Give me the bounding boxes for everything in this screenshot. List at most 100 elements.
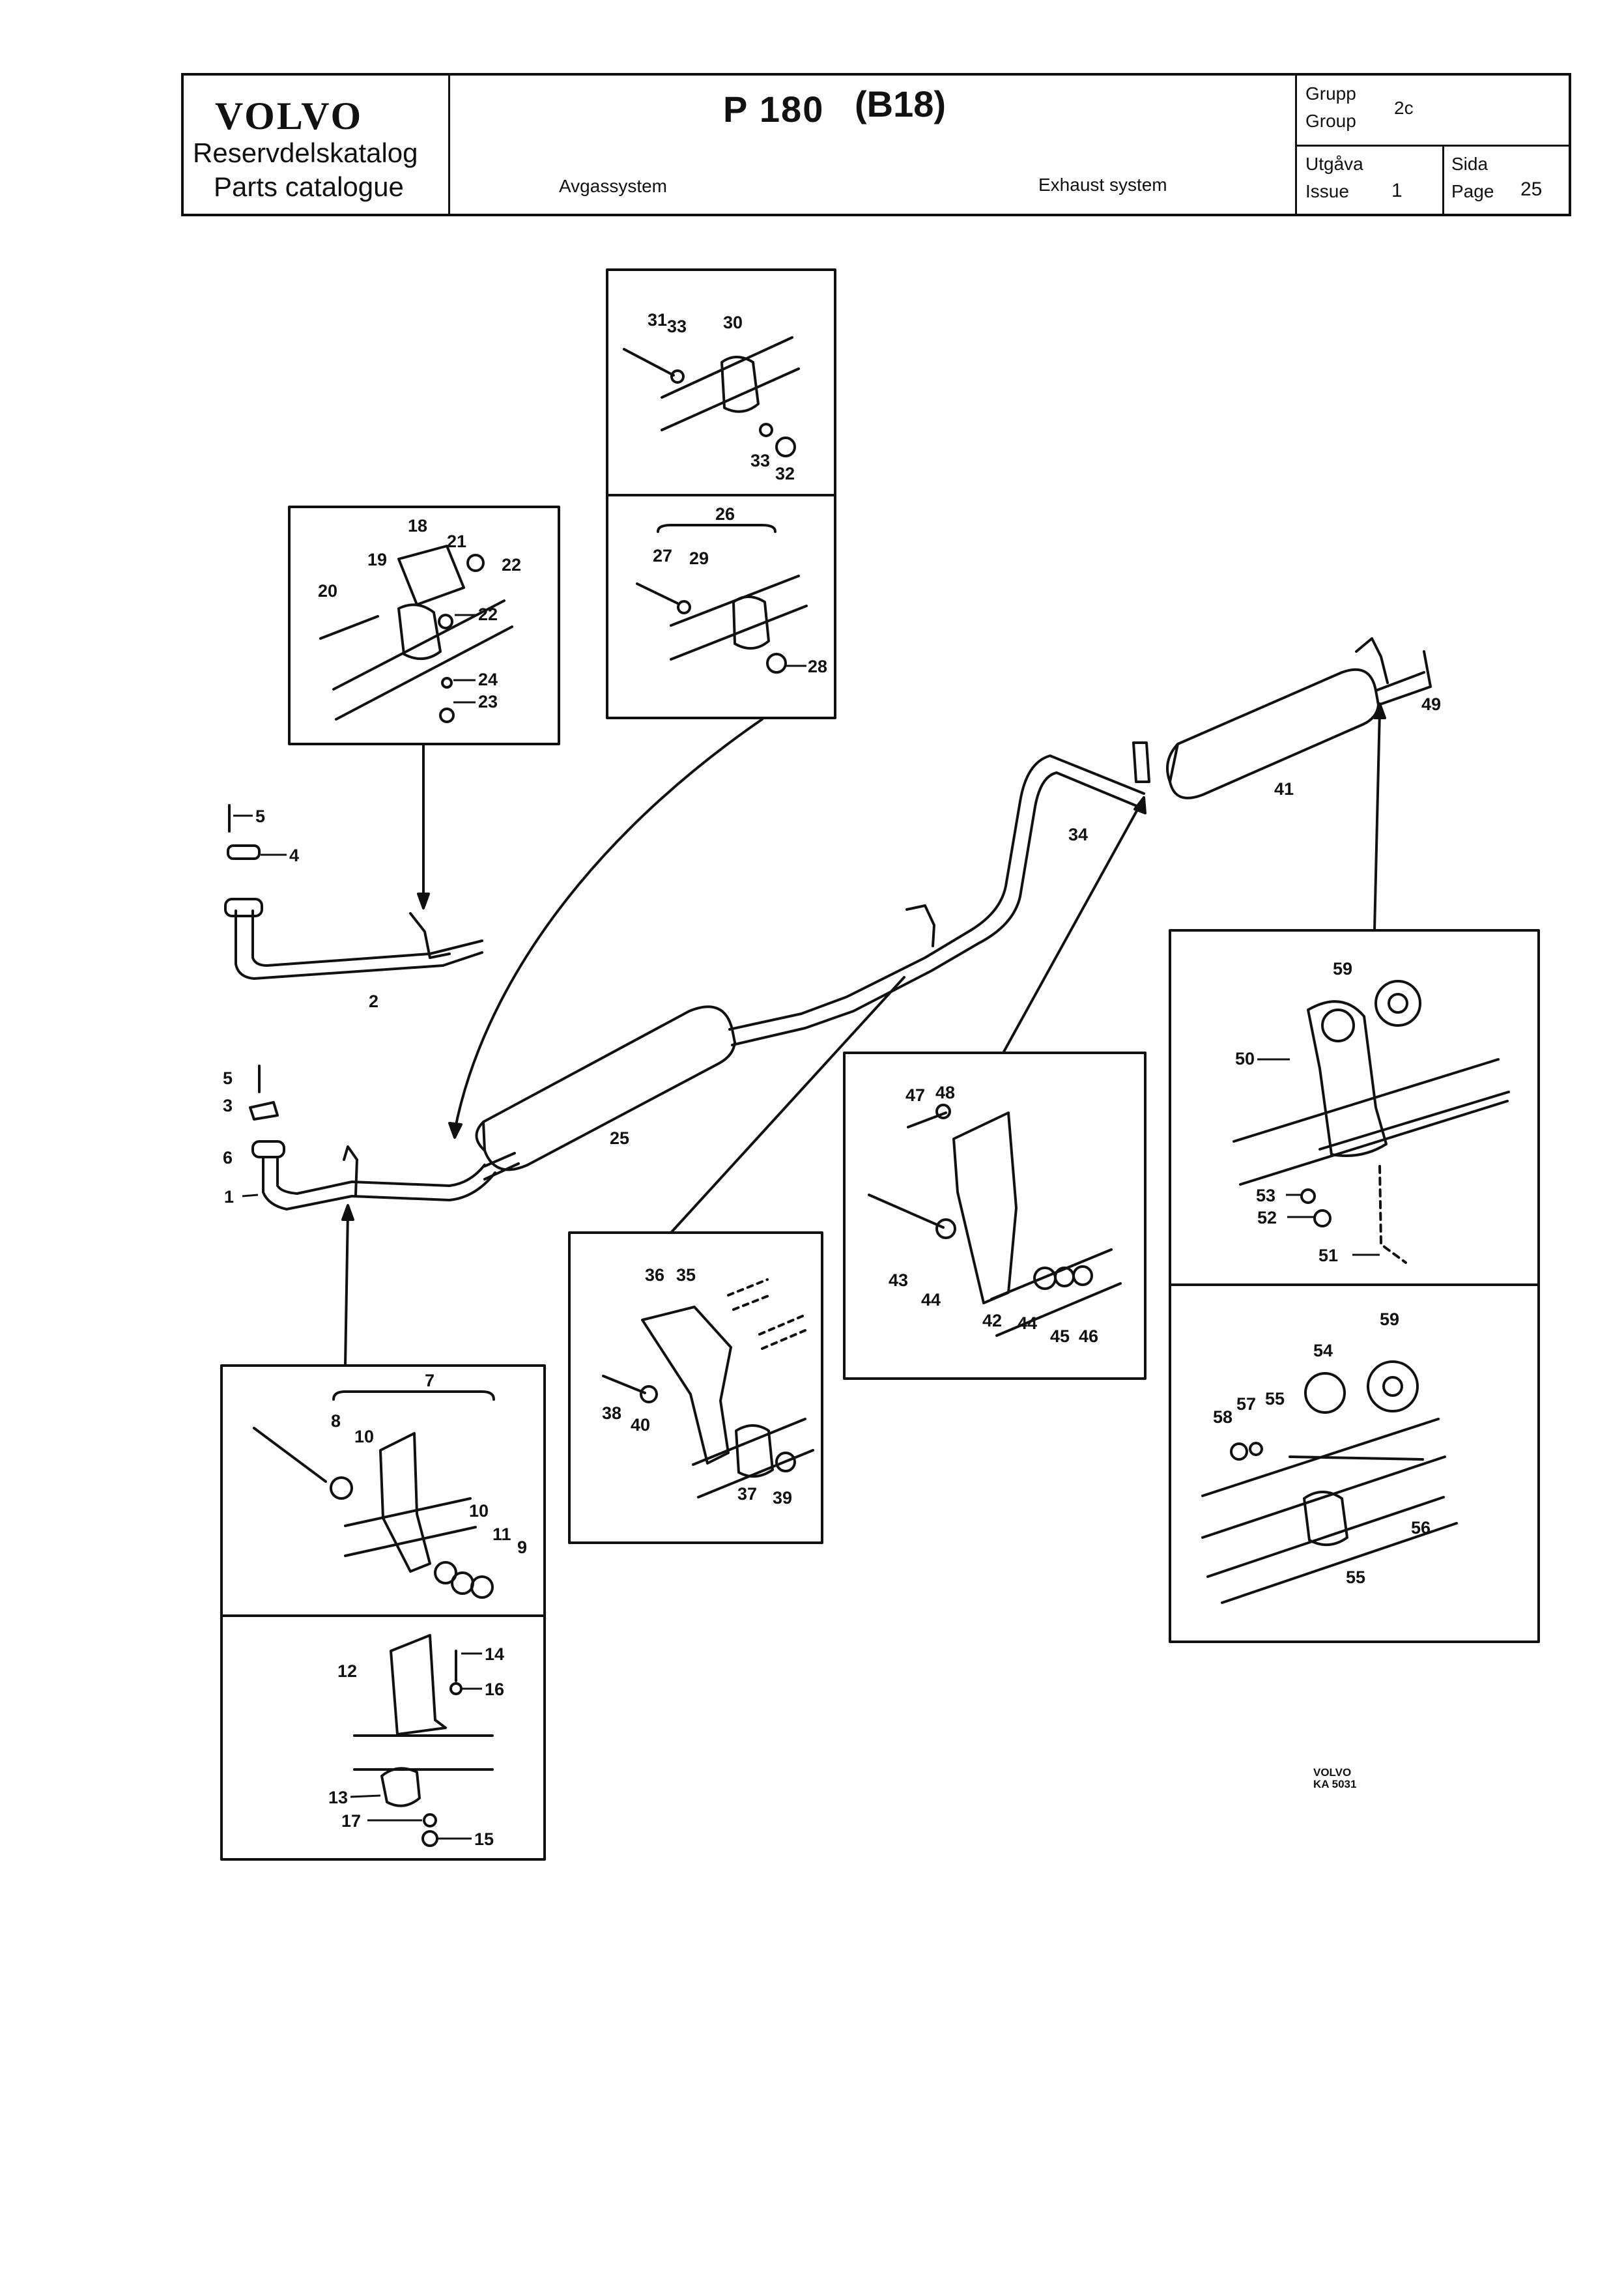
pipe-inlet-25 <box>483 1152 520 1181</box>
callout-43: 43 <box>889 1270 908 1290</box>
catalog-title-en: Parts catalogue <box>214 171 404 202</box>
group-value: 2c <box>1394 98 1414 118</box>
callout-4: 4 <box>289 846 299 865</box>
callout-44: 44 <box>921 1290 941 1310</box>
callout-16: 16 <box>485 1680 504 1699</box>
callout-42: 42 <box>982 1311 1002 1330</box>
callout-3: 3 <box>223 1096 233 1115</box>
front-pipe-upper-outer <box>251 910 483 967</box>
header-divider-horizontal <box>1295 145 1571 147</box>
inset-box-clamp-30 <box>606 268 836 496</box>
callout-19: 19 <box>367 550 387 569</box>
leader-bracket-35 <box>670 976 905 1234</box>
inset-box-hanger-54 <box>1169 1283 1540 1643</box>
callout-50: 50 <box>1235 1049 1255 1068</box>
callout-10: 10 <box>354 1427 374 1446</box>
hanger-54-pipes <box>1201 1418 1458 1604</box>
engine-title: (B18) <box>855 83 947 124</box>
washer-10-upper <box>330 1476 353 1500</box>
callout-23: 23 <box>478 692 498 711</box>
callout-45: 45 <box>1050 1326 1070 1346</box>
clamp-34 <box>1132 741 1150 783</box>
gasket-3 <box>249 1101 279 1121</box>
tick-1 <box>242 1194 259 1197</box>
front-muffler <box>482 1005 736 1171</box>
callout-47: 47 <box>905 1085 925 1105</box>
callout-32: 32 <box>775 464 795 483</box>
page-label-sv: Sida <box>1451 154 1489 174</box>
washer-10-lower <box>434 1561 457 1584</box>
model-title: P 180 <box>723 89 825 130</box>
washer-33-upper <box>670 369 685 384</box>
callout-22: 22 <box>502 555 521 575</box>
hanger-50-hole <box>1321 1009 1355 1042</box>
nut-9 <box>470 1575 494 1599</box>
nut-58 <box>1230 1442 1248 1461</box>
clamp-26-band <box>732 595 770 650</box>
bracket-upper <box>409 912 451 959</box>
leader-bracket-42 <box>1002 801 1143 1054</box>
nut-28 <box>766 653 787 674</box>
callout-54: 54 <box>1313 1341 1333 1360</box>
callout-39: 39 <box>773 1488 792 1508</box>
inset-box-clamp-26 <box>606 494 836 719</box>
bolt-43 <box>868 1194 945 1229</box>
callout-46: 46 <box>1079 1326 1098 1346</box>
nut-22-lower <box>438 614 453 629</box>
subtitle-sv: Avgassystem <box>559 176 667 196</box>
leader-hanger-50 <box>1373 709 1381 932</box>
callout-2: 2 <box>369 992 378 1011</box>
callout-6: 6 <box>223 1148 233 1167</box>
callout-55: 55 <box>1265 1389 1285 1409</box>
nut-22-upper <box>466 554 485 572</box>
page-value: 25 <box>1520 179 1543 200</box>
header-divider-left <box>448 73 450 216</box>
arrow-head-7 <box>341 1204 354 1221</box>
callout-44: 44 <box>1018 1313 1037 1333</box>
callout-21: 21 <box>447 532 466 551</box>
callout-33: 33 <box>667 317 687 336</box>
front-pipe-upper <box>235 910 483 980</box>
arrow-head-42 <box>1133 796 1147 814</box>
bolt-51 <box>1378 1165 1407 1264</box>
group-label-en: Group <box>1305 111 1356 131</box>
clamp-26-bolt <box>636 582 679 605</box>
callout-33: 33 <box>750 451 770 470</box>
washer-53 <box>1300 1188 1316 1204</box>
rubber-ring-59-upper-inner <box>1388 993 1408 1014</box>
washer-44-left <box>935 1218 956 1239</box>
callout-49: 49 <box>1421 695 1441 714</box>
bolt-38 <box>602 1375 646 1394</box>
rubber-ring-59-upper <box>1375 980 1421 1027</box>
issue-label-en: Issue <box>1305 181 1349 201</box>
callout-13: 13 <box>328 1788 348 1807</box>
washer-29 <box>677 600 691 614</box>
callout-26: 26 <box>715 504 735 524</box>
intermediate-pipe <box>728 754 1145 1031</box>
hanger-49 <box>1355 637 1389 684</box>
intermediate-pipe-outer <box>731 771 1143 1046</box>
callout-11: 11 <box>492 1525 511 1544</box>
catalog-title-sv: Reservdelskatalog <box>193 137 418 168</box>
clamp-37 <box>735 1424 774 1478</box>
bracket-18-clamp <box>397 603 442 660</box>
nut-15 <box>421 1830 438 1847</box>
brace-7 <box>332 1390 495 1401</box>
callout-27: 27 <box>653 546 672 566</box>
group-label-sv: Grupp <box>1305 83 1356 104</box>
callout-15: 15 <box>474 1829 494 1849</box>
bolt-8 <box>253 1427 327 1483</box>
rear-muffler <box>1169 668 1380 799</box>
pipe-ghost-35b <box>758 1315 806 1350</box>
inset-box-bracket-35 <box>568 1231 823 1544</box>
hanger-54-ring <box>1304 1372 1346 1414</box>
callout-56: 56 <box>1411 1518 1431 1538</box>
inset-box-bracket-42 <box>843 1052 1147 1380</box>
rear-muffler-end <box>1166 743 1179 783</box>
bracket-18-pipe <box>332 599 513 721</box>
nut-52 <box>1313 1209 1332 1227</box>
callout-48: 48 <box>935 1083 955 1102</box>
washer-40 <box>640 1385 658 1403</box>
bracket-42-plate <box>952 1111 1018 1304</box>
